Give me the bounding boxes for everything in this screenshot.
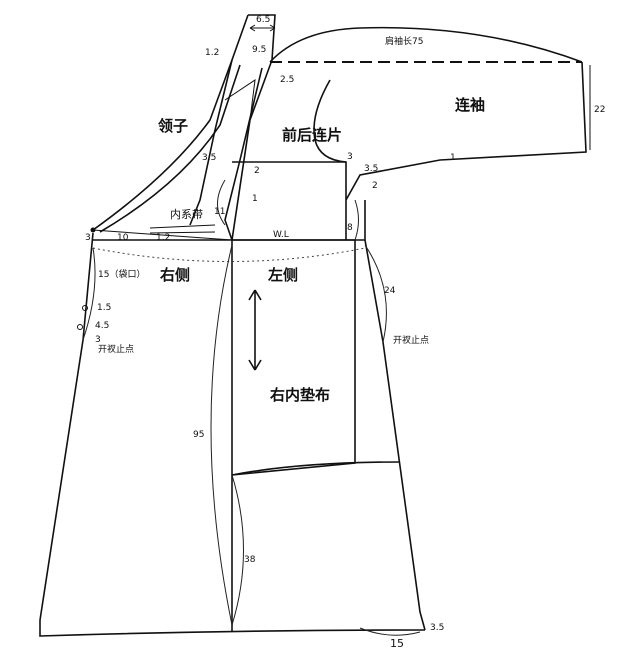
right-panel-left-edge bbox=[39, 232, 94, 621]
dim-15: 1.5 bbox=[97, 303, 111, 313]
dim-95-curve bbox=[210, 244, 233, 626]
grain-arrow bbox=[248, 289, 262, 371]
dim-95-top: 9.5 bbox=[252, 45, 266, 55]
button-icon bbox=[82, 305, 88, 311]
dim-15-curve bbox=[82, 247, 96, 341]
dim-35-hem: 3.5 bbox=[430, 623, 444, 633]
dim-8: 8 bbox=[347, 223, 353, 233]
dim-35-armpit: 3.5 bbox=[364, 164, 378, 174]
hip-dotted bbox=[92, 247, 366, 262]
dim-2-collar: 2 bbox=[254, 166, 260, 176]
dim-22: 22 bbox=[594, 105, 605, 115]
dim-hem-15-curve bbox=[359, 627, 421, 636]
collar-band-2 bbox=[99, 64, 241, 233]
neck-notch bbox=[224, 78, 256, 241]
label-youneidianbu: 右内垫布 bbox=[270, 386, 330, 404]
armhole-curve bbox=[313, 79, 347, 163]
button-icon bbox=[77, 324, 83, 330]
dim-12-bottom: 1.2 bbox=[156, 233, 170, 243]
label-neixidai: 内系带 bbox=[170, 207, 203, 221]
dim-38-curve bbox=[231, 474, 244, 626]
label-kaicha-left: 开衩止点 bbox=[98, 343, 134, 355]
dim-65-arrow bbox=[249, 24, 276, 32]
label-jianxiuchang: 肩袖长75 bbox=[385, 35, 423, 47]
label-lianxiu: 连袖 bbox=[455, 96, 485, 114]
hem-right-edge bbox=[364, 200, 426, 631]
label-zuoce: 左侧 bbox=[267, 266, 298, 284]
dim-38: 38 bbox=[244, 555, 256, 565]
label-daikou: 15（袋口） bbox=[98, 268, 145, 280]
dim-10: 10 bbox=[117, 233, 129, 243]
dim-3-armpit: 3 bbox=[347, 152, 353, 162]
dim-1-collar: 1 bbox=[252, 194, 258, 204]
label-lingzi: 领子 bbox=[157, 117, 188, 135]
sleeve-top-curve bbox=[269, 26, 583, 63]
dim-12-top: 1.2 bbox=[205, 48, 219, 58]
inner-pad-rect bbox=[231, 239, 356, 476]
dim-2-armpit: 2 bbox=[372, 181, 378, 191]
corner-point-icon bbox=[90, 227, 96, 233]
dim-45: 4.5 bbox=[95, 321, 109, 331]
dim-95: 95 bbox=[193, 430, 204, 440]
back-rect bbox=[232, 161, 347, 240]
dim-24-curve bbox=[364, 244, 387, 343]
dim-15-hem: 15 bbox=[390, 637, 404, 650]
dim-24: 24 bbox=[384, 286, 396, 296]
label-qianhou: 前后连片 bbox=[282, 126, 342, 144]
dim-3-left: 3 bbox=[85, 233, 91, 243]
dim-8-curve bbox=[354, 199, 359, 241]
collar-inner bbox=[189, 14, 249, 226]
dim-3-side: 3 bbox=[95, 335, 101, 345]
dim-1-sleeve: 1 bbox=[450, 153, 456, 163]
dim-11-curve bbox=[217, 179, 226, 226]
label-kaicha-right: 开衩止点 bbox=[393, 334, 429, 346]
sleeve-outline bbox=[345, 61, 587, 201]
inner-tie-line bbox=[149, 224, 216, 234]
dim-65: 6.5 bbox=[256, 15, 270, 25]
dim-25: 2.5 bbox=[280, 75, 294, 85]
hem-line bbox=[39, 620, 426, 637]
collar-band-1 bbox=[92, 59, 233, 231]
front-slant bbox=[92, 229, 233, 241]
dim-11: 11 bbox=[214, 207, 225, 217]
label-youce: 右侧 bbox=[160, 266, 190, 284]
inner-pad-bottom bbox=[231, 461, 401, 476]
dim-35-collar: 3.5 bbox=[202, 153, 216, 163]
label-wl: W.L bbox=[273, 230, 289, 240]
